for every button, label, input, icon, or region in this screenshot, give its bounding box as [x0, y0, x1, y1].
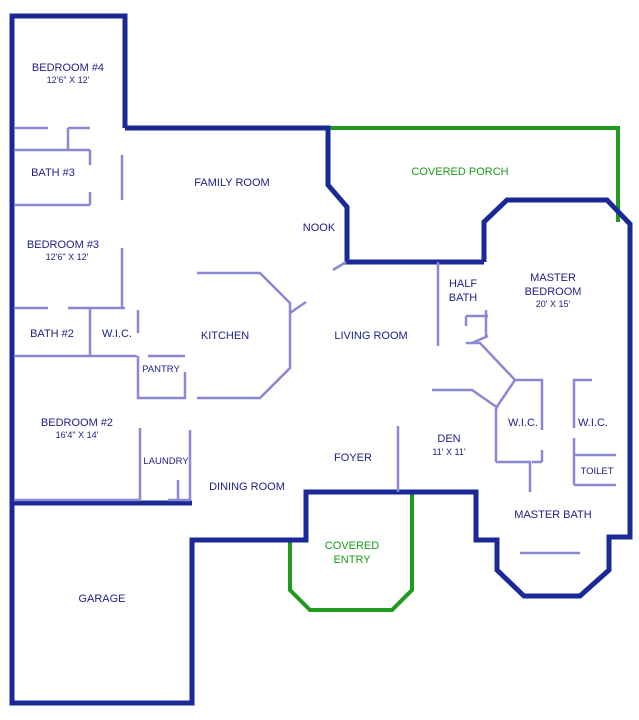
family-room-label: FAMILY ROOM — [194, 177, 269, 189]
exterior-walls — [9, 13, 633, 706]
bath-3-label: BATH #3 — [31, 167, 75, 179]
bedroom-4-dimensions: 12'6" X 12' — [47, 75, 90, 85]
covered-porch-label: COVERED PORCH — [411, 166, 508, 178]
interior-walls — [14, 126, 616, 555]
wic-master-right-label: W.I.C. — [578, 417, 608, 429]
master-bath-label: MASTER BATH — [514, 509, 591, 521]
half-bath-label-line2: BATH — [449, 292, 478, 304]
garage-label: GARAGE — [78, 593, 125, 605]
master-bedroom-label-line1: MASTER — [530, 272, 576, 284]
kitchen-label: KITCHEN — [201, 330, 249, 342]
master-bedroom-dimensions: 20' X 15' — [536, 299, 571, 309]
foyer-label: FOYER — [334, 452, 372, 464]
room-labels: BEDROOM #4 12'6" X 12' BATH #3 BEDROOM #… — [27, 62, 614, 605]
master-bedroom-label-line2: BEDROOM — [525, 286, 582, 298]
nook-label: NOOK — [303, 222, 336, 234]
den-label: DEN — [437, 433, 460, 445]
living-room-label: LIVING ROOM — [334, 330, 407, 342]
bedroom-2-dimensions: 16'4" X 14' — [56, 430, 99, 440]
wic-master-left-label: W.I.C. — [508, 417, 538, 429]
bedroom-2-label: BEDROOM #2 — [41, 417, 113, 429]
covered-porch-walls — [328, 126, 620, 222]
bedroom-3-dimensions: 12'6" X 12' — [46, 252, 89, 262]
toilet-label: TOILET — [580, 466, 613, 477]
laundry-label: LAUNDRY — [143, 456, 189, 467]
half-bath-label-line1: HALF — [449, 278, 477, 290]
den-dimensions: 11' X 11' — [432, 447, 465, 457]
bath-2-label: BATH #2 — [30, 328, 74, 340]
pantry-label: PANTRY — [142, 364, 180, 375]
bedroom-3-label: BEDROOM #3 — [27, 239, 99, 251]
covered-entry-label-line1: COVERED — [325, 540, 379, 552]
covered-entry-label-line2: ENTRY — [333, 554, 371, 566]
dining-room-label: DINING ROOM — [209, 481, 285, 493]
bedroom-4-label: BEDROOM #4 — [32, 62, 104, 74]
wic-left-label: W.I.C. — [102, 328, 132, 340]
